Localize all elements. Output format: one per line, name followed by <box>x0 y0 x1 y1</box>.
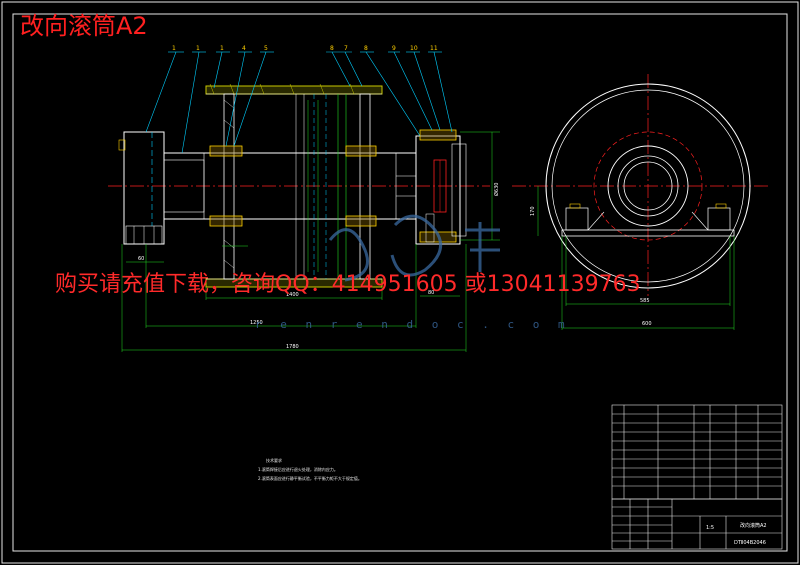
leader-1a <box>145 51 177 133</box>
balloon-9: 9 <box>392 45 396 52</box>
dim-total-length-text: 1780 <box>286 344 299 350</box>
shaft-circle <box>623 161 673 211</box>
watermark-logo <box>328 214 500 282</box>
leader-8b <box>365 51 421 137</box>
dim-seat-height-text: 170 <box>530 206 536 216</box>
dim-seat-span-text: 585 <box>640 298 650 304</box>
balloon-11: 11 <box>430 45 438 52</box>
dim-face-width-text: 1250 <box>250 320 263 326</box>
drawing-title: 改向滚筒A2 <box>20 12 148 40</box>
dimension-labels: 1400 1250 1780 60 80 585 600 170 Ø630 <box>138 183 652 350</box>
leader-8a <box>331 51 351 87</box>
dim-shaft-end-text: 60 <box>138 256 144 262</box>
balloon-1a: 1 <box>172 45 176 52</box>
right-end-disc <box>359 93 371 280</box>
balloon-5: 5 <box>264 45 268 52</box>
dim-seat-base-text: 600 <box>642 321 652 327</box>
bearing-ring-circle <box>617 155 679 217</box>
leader-1b <box>181 51 200 154</box>
balloon-1b: 1 <box>196 45 200 52</box>
right-bearing-assembly <box>415 135 461 245</box>
title-block-scale: 1:5 <box>706 525 714 531</box>
balloon-labels: 1 1 1 4 5 8 7 8 9 10 11 <box>172 45 438 52</box>
balloon-8b: 8 <box>364 45 368 52</box>
right-hub <box>345 145 377 157</box>
left-hub <box>209 145 243 157</box>
dim-inner-length-text: 1400 <box>286 292 299 298</box>
balloon-10: 10 <box>410 45 418 52</box>
balloon-4: 4 <box>242 45 246 52</box>
leader-1c <box>213 51 223 89</box>
balloon-8a: 8 <box>330 45 334 52</box>
leader-9 <box>393 51 433 131</box>
leader-11 <box>433 51 453 133</box>
hub-dashed-circle <box>593 131 703 241</box>
watermark-text: r e n r e n d o c . c o m <box>255 318 571 331</box>
title-block-text: 改向滚筒A2 1:5 DTⅡ04B2046 <box>706 522 767 546</box>
tech-notes-line1: 1.滚筒焊接后应进行退火处理，消除内应力。 <box>258 467 338 472</box>
dim-drum-diameter-text: Ø630 <box>493 183 500 196</box>
dim-bearing-width-text: 80 <box>428 290 434 296</box>
leader-7 <box>344 51 363 87</box>
front-view <box>108 51 500 352</box>
left-end-disc <box>223 93 235 280</box>
side-view <box>512 74 770 330</box>
drum-outer-circle <box>545 83 751 289</box>
bearing-outer-circle <box>607 145 689 227</box>
balloon-1c: 1 <box>220 45 224 52</box>
download-notice: 购买请充值下载，咨询QQ：414951605 或13041139763 <box>55 272 641 297</box>
drum-shell-circle <box>551 89 745 283</box>
leader-5 <box>233 51 267 147</box>
tech-notes-line2: 2.滚筒表面应进行静平衡试验，不平衡力矩不大于规定值。 <box>258 476 362 481</box>
title-block <box>611 404 783 550</box>
title-block-code: DTⅡ04B2046 <box>734 540 766 546</box>
tech-notes-heading: 技术要求 <box>266 458 282 463</box>
leader-4 <box>225 51 246 147</box>
inner-frame <box>12 13 788 552</box>
leader-10 <box>413 51 441 131</box>
title-block-name: 改向滚筒A2 <box>740 522 767 529</box>
balloon-7: 7 <box>344 45 348 52</box>
bearing-seat-base <box>561 229 735 237</box>
